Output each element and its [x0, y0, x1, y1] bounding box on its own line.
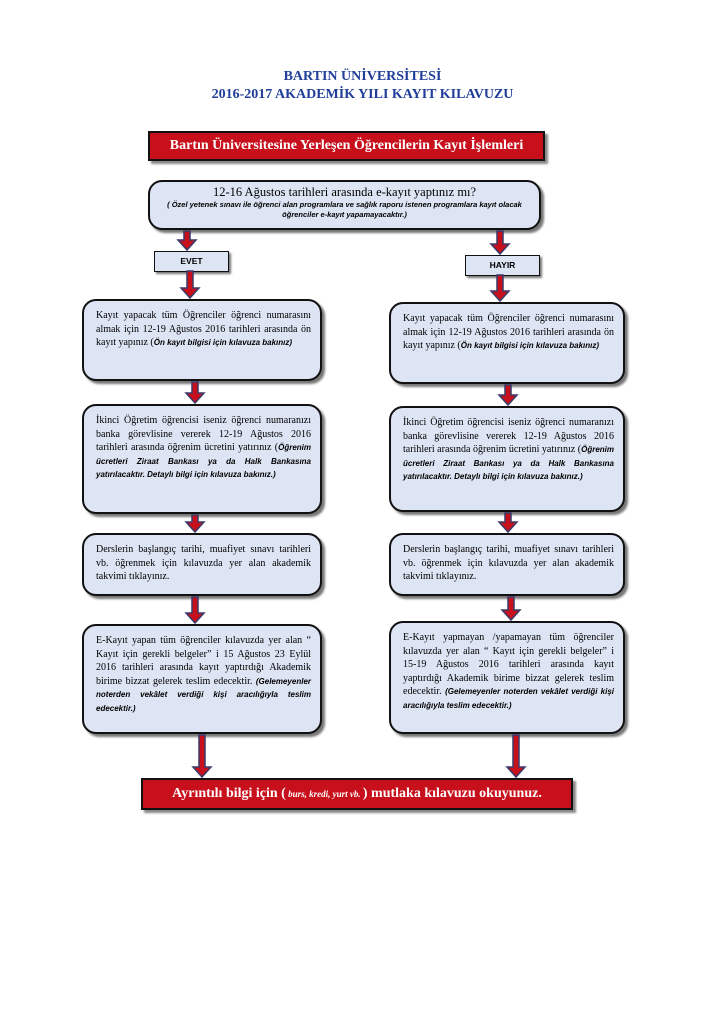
arrow-right-2-3 [497, 512, 519, 534]
question-note: ( Özel yetenek sınavı ile öğrenci alan p… [167, 200, 522, 219]
arrow-left-3-4 [184, 596, 206, 625]
left-step4-text: E-Kayıt yapan tüm öğrenciler kılavuzda y… [96, 635, 311, 687]
left-step-pre-registration: Kayıt yapacak tüm Öğrenciler öğrenci num… [82, 299, 322, 381]
left-step1-text: Kayıt yapacak tüm Öğrenciler öğrenci num… [96, 310, 311, 348]
right-step4-text: E-Kayıt yapmayan /yapamayan tüm öğrencil… [403, 632, 614, 697]
arrow-q-to-yes [176, 230, 198, 252]
header-title-university: BARTIN ÜNİVERSİTESİ [283, 69, 442, 84]
right-step-tuition: İkinci Öğretim öğrencisi iseniz öğrenci … [389, 406, 625, 512]
label-yes: EVET [154, 251, 229, 272]
right-step-calendar: Derslerin başlangıç tarihi, muafiyet sın… [389, 533, 625, 596]
right-step-pre-registration: Kayıt yapacak tüm Öğrenciler öğrenci num… [389, 302, 625, 384]
arrow-left-4-end [191, 734, 213, 779]
right-step-documents: E-Kayıt yapmayan /yapamayan tüm öğrencil… [389, 621, 625, 734]
left-step-documents: E-Kayıt yapan tüm öğrenciler kılavuzda y… [82, 624, 322, 734]
arrow-q-to-no [489, 230, 511, 256]
right-step4-italic: (Gelemeyenler noterden vekâlet verdiği k… [403, 687, 615, 710]
right-step2-text: İkinci Öğretim öğrencisi iseniz öğrenci … [403, 417, 614, 455]
right-step1-text: Kayıt yapacak tüm Öğrenciler öğrenci num… [403, 313, 614, 351]
bottom-banner-pre: Ayrıntılı bilgi için ( [172, 786, 286, 801]
right-step1-italic: Ön kayıt bilgisi için kılavuza bakınız) [460, 341, 600, 350]
left-step-tuition: İkinci Öğretim öğrencisi iseniz öğrenci … [82, 404, 322, 514]
arrow-yes-to-step1 [179, 270, 201, 300]
arrow-left-1-2 [184, 381, 206, 405]
left-step-calendar: Derslerin başlangıç tarihi, muafiyet sın… [82, 533, 322, 596]
arrow-right-3-4 [500, 596, 522, 622]
bottom-banner: Ayrıntılı bilgi için ( burs, kredi, yurt… [141, 778, 573, 810]
right-step2-italic: Öğrenim ücretleri Ziraat Bankası ya da H… [403, 445, 614, 481]
left-step2-italic: Öğrenim ücretleri Ziraat Bankası ya da H… [96, 443, 311, 479]
bottom-banner-small: burs, kredi, yurt vb. [285, 789, 363, 799]
left-step1-italic: Ön kayıt bilgisi için kılavuza bakınız) [153, 338, 293, 347]
arrow-left-2-3 [184, 514, 206, 534]
left-step2-text: İkinci Öğretim öğrencisi iseniz öğrenci … [96, 415, 311, 453]
question-box: 12-16 Ağustos tarihleri arasında e-kayıt… [148, 180, 541, 230]
arrow-right-4-end [505, 734, 527, 779]
right-step3-text: Derslerin başlangıç tarihi, muafiyet sın… [403, 544, 614, 582]
left-step3-text: Derslerin başlangıç tarihi, muafiyet sın… [96, 544, 311, 582]
header-title-guide: 2016-2017 AKADEMİK YILI KAYIT KILAVUZU [211, 87, 514, 102]
arrow-right-1-2 [497, 384, 519, 407]
top-banner: Bartın Üniversitesine Yerleşen Öğrencile… [148, 131, 545, 161]
arrow-no-to-step1 [489, 274, 511, 303]
question-text: 12-16 Ağustos tarihleri arasında e-kayıt… [212, 185, 477, 199]
left-step4-italic: (Gelemeyenler noterden vekâlet verdiği k… [96, 676, 311, 713]
bottom-banner-post: ) mutlaka kılavuzu okuyunuz. [362, 786, 542, 801]
